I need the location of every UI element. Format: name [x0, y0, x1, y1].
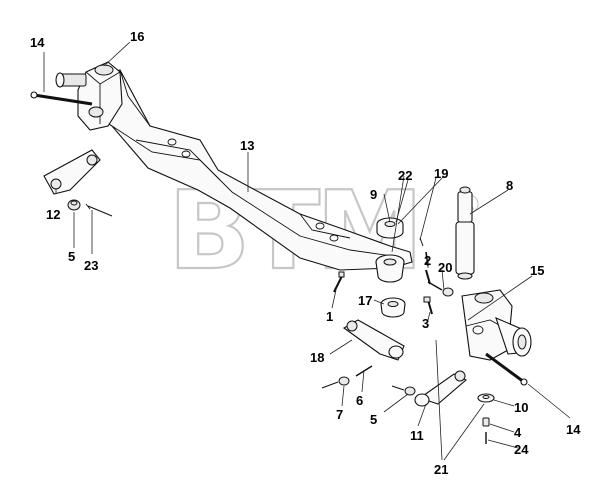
callout-22: 22 — [398, 168, 412, 183]
callout-23: 23 — [84, 258, 98, 273]
axle-beam — [89, 69, 413, 271]
left-king-pin — [30, 91, 93, 106]
callout-17: 17 — [358, 293, 372, 308]
bolt-1 — [333, 271, 345, 293]
callout-6: 6 — [356, 393, 363, 408]
right-steering-knuckle — [461, 289, 532, 361]
lower-bearing-mount — [375, 254, 405, 283]
thrust-washer — [380, 297, 406, 318]
callout-3: 3 — [422, 316, 429, 331]
callout-20: 20 — [438, 260, 452, 275]
callout-12: 12 — [46, 207, 60, 222]
leader-lines — [43, 41, 571, 461]
thrust-washer-lower — [477, 393, 495, 403]
callout-5-right: 5 — [370, 412, 377, 427]
shock-absorber — [455, 186, 475, 280]
upper-bearing — [376, 217, 404, 239]
callout-16: 16 — [130, 29, 144, 44]
right-arm-nut — [391, 385, 416, 396]
callout-10: 10 — [514, 400, 528, 415]
castle-nut — [338, 376, 350, 386]
callout-24: 24 — [514, 442, 529, 457]
callout-labels: 14 16 13 9 22 19 8 12 5 23 2 20 15 17 1 … — [30, 29, 581, 477]
left-tie-rod-arm — [43, 149, 101, 195]
callout-11: 11 — [410, 428, 424, 443]
callout-1: 1 — [326, 309, 333, 324]
callout-18: 18 — [310, 350, 324, 365]
cross-tie-rod-arm — [342, 319, 405, 361]
left-steering-knuckle — [55, 61, 123, 131]
callout-2: 2 — [424, 253, 431, 268]
callout-8: 8 — [506, 178, 513, 193]
callout-9: 9 — [370, 187, 377, 202]
callout-19: 19 — [434, 166, 448, 181]
callout-21: 21 — [434, 462, 448, 477]
callout-5-left: 5 — [68, 249, 75, 264]
bolt-2 — [425, 269, 431, 285]
split-pin-7 — [321, 381, 339, 389]
right-king-pin — [485, 352, 528, 386]
right-steering-arm — [414, 370, 467, 407]
bolt-3 — [423, 296, 433, 315]
pin-4 — [482, 417, 490, 427]
left-cotter-pin — [85, 203, 113, 217]
callout-7: 7 — [336, 407, 343, 422]
left-nut — [67, 199, 81, 211]
callout-13: 13 — [240, 138, 254, 153]
callout-14-top: 14 — [30, 35, 45, 50]
callout-14-right: 14 — [566, 422, 581, 437]
callout-4: 4 — [514, 425, 522, 440]
callout-15: 15 — [530, 263, 544, 278]
